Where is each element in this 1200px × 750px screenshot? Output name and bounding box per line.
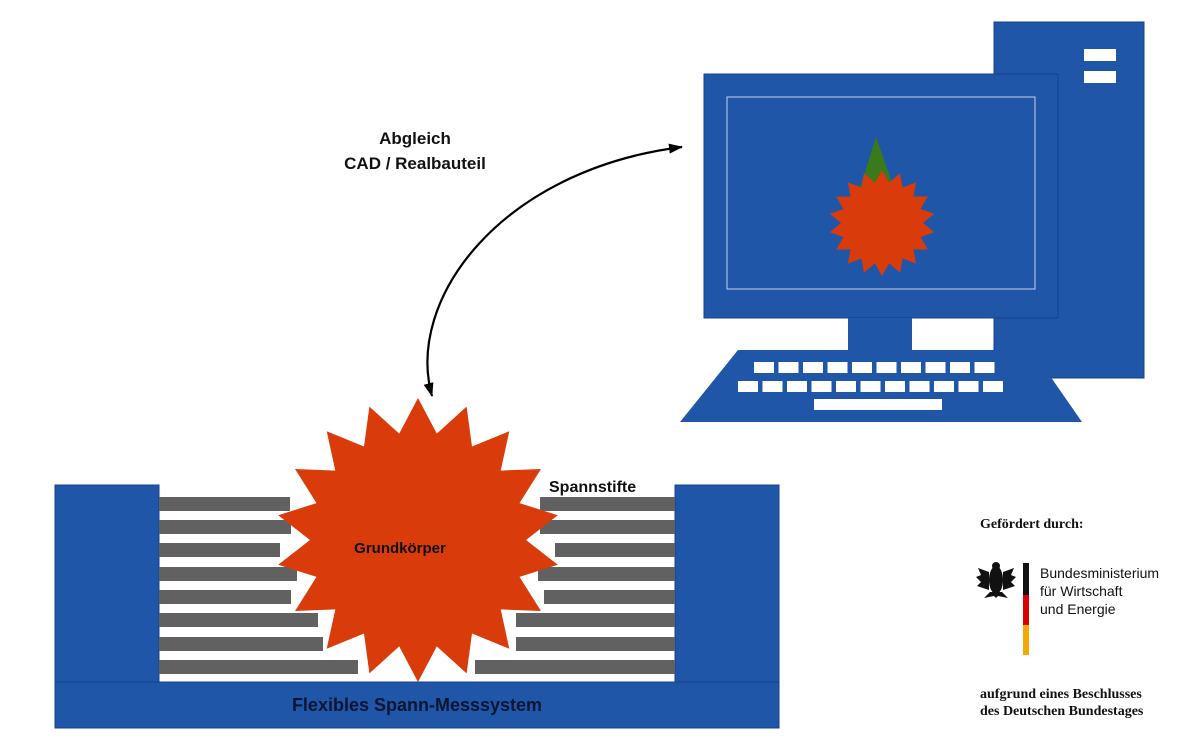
- fixture-right-jaw: [674, 484, 780, 683]
- keyboard-key: [778, 362, 799, 373]
- clamping-pin-right: [516, 637, 675, 651]
- german-flag-bar: [1023, 563, 1029, 655]
- desktop-computer-icon: [680, 21, 1145, 422]
- fixture-base: [54, 681, 780, 729]
- ministry-name-line1: Bundesministerium: [1040, 565, 1160, 581]
- base-body-label: Grundkörper: [354, 540, 446, 557]
- keyboard-key: [827, 362, 848, 373]
- clamping-pin-left: [159, 520, 291, 534]
- keyboard-key: [925, 362, 946, 373]
- keyboard-key: [909, 381, 930, 392]
- keyboard-key: [811, 381, 832, 392]
- clamping-pin-left: [159, 613, 318, 627]
- comparison-label: Abgleich CAD / Realbauteil: [310, 126, 520, 176]
- clamping-pin-right: [544, 590, 675, 604]
- clamping-pin-left: [159, 543, 280, 557]
- cad-model-star: [829, 170, 935, 276]
- keyboard-key: [885, 381, 905, 392]
- federal-eagle-icon: [976, 562, 1016, 598]
- clamping-pin-right: [538, 567, 675, 581]
- keyboard-key: [983, 381, 1003, 392]
- clamping-system-label: Flexibles Spann-Messsystem: [291, 695, 543, 715]
- keyboard-key: [901, 362, 921, 373]
- clamping-pin-left: [159, 590, 291, 604]
- clamping-pin-left: [159, 660, 358, 674]
- keyboard-key: [738, 381, 758, 392]
- funding-heading: Gefördert durch:: [980, 517, 1084, 532]
- tower-slot-1: [1084, 49, 1116, 61]
- clamping-pin-right: [540, 497, 675, 511]
- clamping-pin-right: [540, 520, 675, 534]
- monitor-stand: [848, 318, 912, 350]
- clamping-pins: [159, 497, 675, 674]
- ministry-name-line2: für Wirtschaft: [1040, 583, 1123, 599]
- comparison-label-line1: Abgleich: [379, 129, 451, 148]
- clamping-pin-right: [475, 660, 675, 674]
- keyboard-key: [860, 381, 881, 392]
- resolution-note-line2: des Deutschen Bundestages: [980, 704, 1144, 719]
- keyboard-key: [762, 381, 783, 392]
- comparison-label-line2: CAD / Realbauteil: [344, 154, 486, 173]
- keyboard-key: [950, 362, 970, 373]
- clamping-pin-left: [159, 637, 323, 651]
- ministry-name-line3: und Energie: [1040, 601, 1116, 617]
- real-part-star: [278, 398, 558, 682]
- clamping-pin-left: [159, 497, 290, 511]
- resolution-note-line1: aufgrund eines Beschlusses: [980, 687, 1142, 702]
- keyboard-key: [787, 381, 807, 392]
- clamping-fixture: [54, 398, 780, 729]
- cad-model-green-tip: [860, 137, 894, 188]
- resolution-note: aufgrund eines Beschlusses des Deutschen…: [980, 686, 1143, 720]
- keyboard-spacebar: [814, 399, 942, 410]
- clamping-pin-right: [555, 543, 675, 557]
- keyboard-key: [974, 362, 995, 373]
- keyboard-key: [803, 362, 823, 373]
- clamping-pins-label: Spannstifte: [549, 479, 637, 496]
- tower-slot-2: [1084, 71, 1116, 83]
- keyboard-keys: [738, 362, 1003, 410]
- keyboard-key: [876, 362, 897, 373]
- keyboard-key: [852, 362, 872, 373]
- fixture-left-jaw: [54, 484, 160, 683]
- keyboard-key: [934, 381, 954, 392]
- keyboard-key: [958, 381, 979, 392]
- ministry-name: Bundesministerium für Wirtschaft und Ene…: [1040, 564, 1159, 618]
- double-headed-arc-arrow-icon: [423, 143, 683, 397]
- keyboard-key: [836, 381, 856, 392]
- keyboard-key: [754, 362, 774, 373]
- clamping-pin-right: [516, 613, 675, 627]
- clamping-pin-left: [159, 567, 297, 581]
